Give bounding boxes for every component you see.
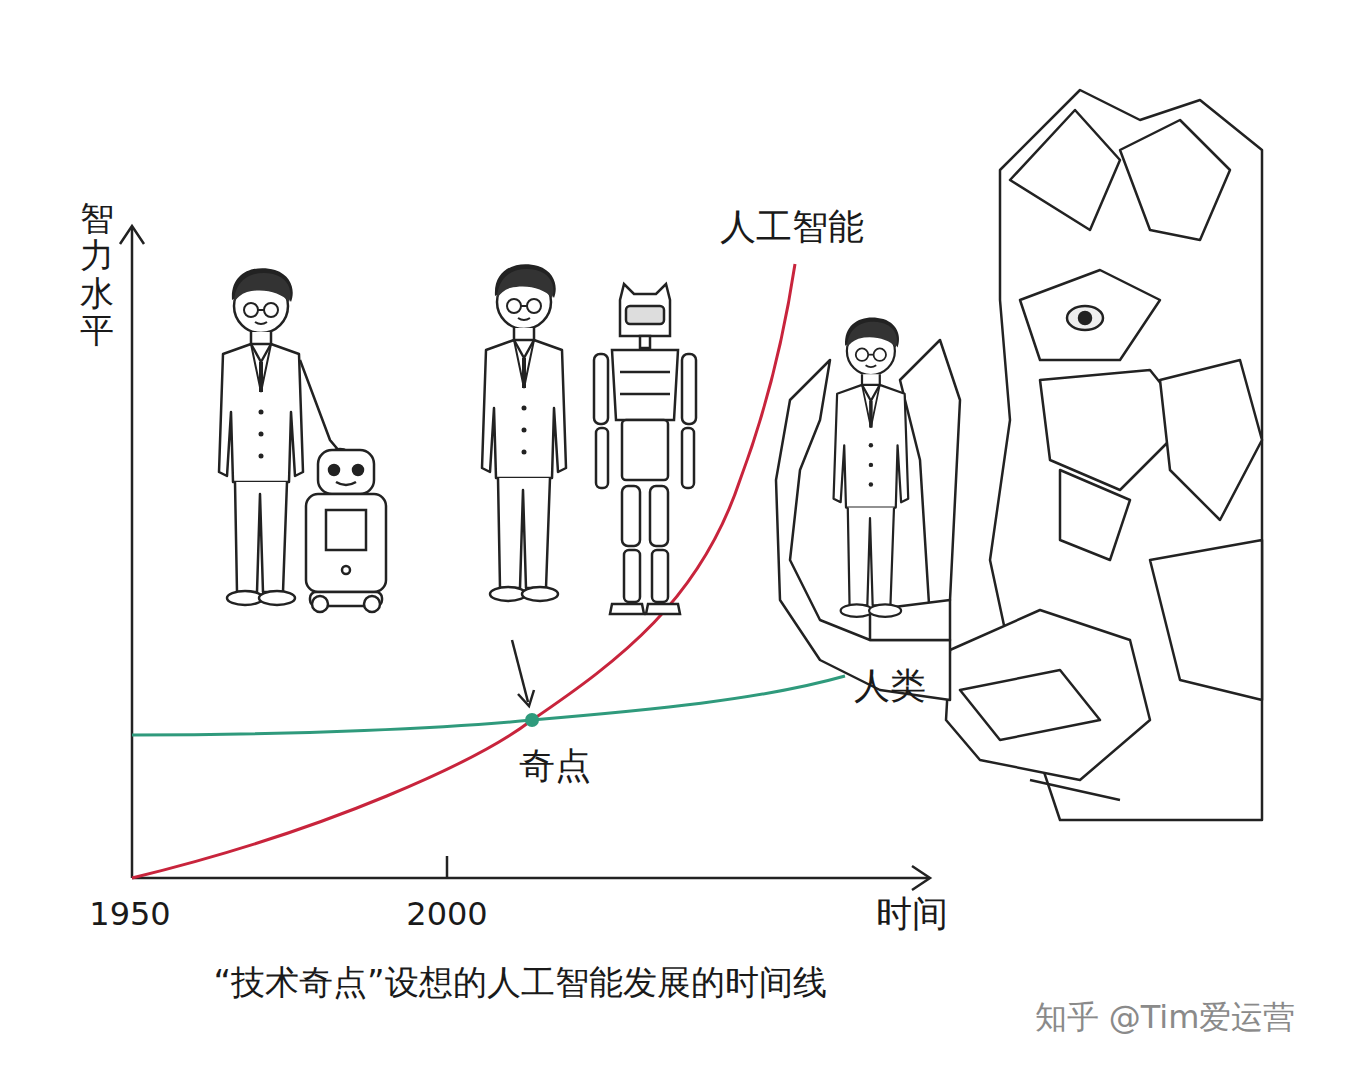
watermark: 知乎 @Tim爱运营: [1035, 998, 1296, 1036]
caption: “技术奇点”设想的人工智能发展的时间线: [213, 962, 826, 1003]
giant-robot: [946, 90, 1262, 820]
tick-label: 1950: [89, 895, 170, 933]
person-hand: [300, 360, 350, 463]
singularity-dot: [525, 713, 539, 727]
person-figures: [219, 264, 566, 605]
point-label: 奇点: [519, 744, 591, 787]
axis-label: 智力水平: [80, 200, 114, 350]
ai-curve: [132, 264, 795, 878]
series-label: 人工智能: [720, 205, 864, 248]
humanoid-robot: [594, 284, 696, 614]
series-label: 人类: [854, 664, 926, 707]
axis-label: 时间: [876, 892, 948, 935]
tick-label: 2000: [406, 895, 487, 933]
axes: [120, 226, 930, 890]
human-curve: [132, 676, 845, 735]
small-robot: [306, 450, 386, 612]
seated-person: [834, 317, 909, 616]
pointer-arrow: [512, 640, 534, 706]
